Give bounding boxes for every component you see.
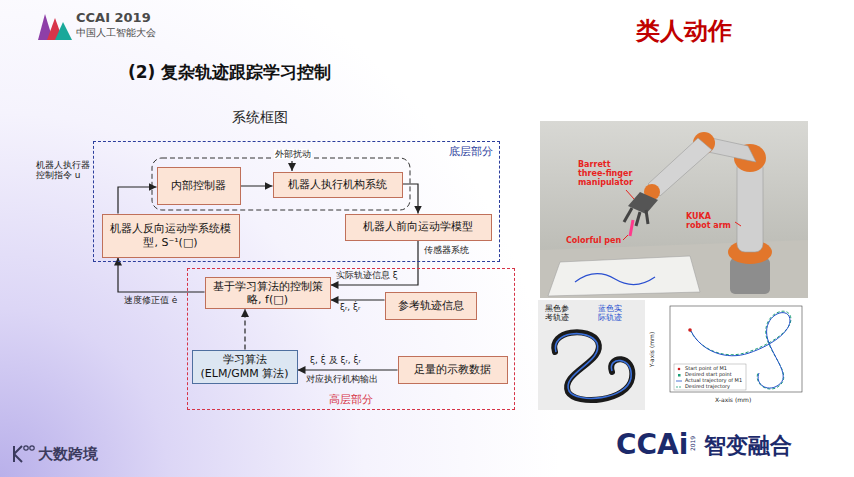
watermark-logo (14, 446, 34, 462)
connector-arrow (331, 241, 419, 286)
layer-band: 底层部分内部控制器 机器人执行机构系统机器人反向运动学系统模型, S⁻¹(□) 机器… (93, 141, 500, 262)
robot-photo (540, 121, 808, 298)
watermark-logo (24, 446, 28, 450)
trajectory-plot (648, 300, 808, 410)
box-text: 学习算法 (ELM/GMM 算法) (197, 353, 293, 379)
process-box: 机器人前向运动学模型 (345, 214, 492, 241)
connector-arrow (331, 299, 385, 300)
brand-logo: 2019 (690, 436, 697, 451)
connector-arrow (118, 258, 205, 293)
connector-arrow (298, 369, 398, 370)
trajectory-note: 蓝色实际轨迹 (598, 304, 626, 322)
box-text: 足量的示教数据 (414, 363, 491, 376)
watermark-logo (14, 454, 22, 462)
conference-logo (38, 14, 72, 40)
signal-label: 实际轨迹信息 ξ (336, 270, 398, 280)
legend-text: Start point of M1 (685, 366, 727, 372)
signal-label: 机器人执行器控制指令 u (36, 160, 96, 181)
watermark-logo (30, 446, 34, 450)
process-box: 学习算法 (ELM/GMM 算法) (192, 350, 298, 384)
trajectory-note: 黑色参考轨迹 (545, 304, 573, 322)
robot-photo (548, 256, 700, 296)
signal-name: 对应执行机构输出 (306, 374, 378, 384)
inner-loop-group (152, 158, 410, 210)
signal-label: ξᵣ, ξ̇ᵣ (340, 302, 360, 312)
trajectory-plot (688, 328, 692, 332)
disturbance-arrow (292, 161, 293, 171)
robot-photo (630, 220, 633, 236)
connector-arrow (118, 187, 157, 214)
trajectory-plot (648, 300, 808, 410)
process-box: 基于学习算法的控制策略, f(□) (205, 277, 331, 309)
box-text: 机器人执行机构系统 (288, 178, 387, 191)
axis-title: X-axis (mm) (715, 397, 751, 404)
robot-photo (540, 121, 808, 298)
trajectory-plot (678, 374, 681, 377)
trajectory-plot (674, 364, 746, 390)
robot-photo (575, 274, 655, 285)
robot-photo (628, 192, 658, 214)
trajectory-inset (554, 332, 632, 400)
box-text: 机器人反向运动学系统模型, S⁻¹(□) (107, 222, 235, 248)
watermark: 大数跨境 (38, 446, 98, 463)
signal-label: 速度修正值 ė (124, 295, 177, 305)
part-name: Barrett three-finger manipulator (578, 160, 640, 188)
signal-name: 传感器系统 (424, 245, 469, 255)
trajectory-inset (538, 300, 645, 410)
process-box: 内部控制器 (157, 167, 241, 205)
leader-line (623, 190, 741, 240)
trajectory-plot (670, 306, 802, 392)
leader-line (735, 222, 741, 226)
part-name: KUKA robot arm (686, 212, 734, 230)
conference-logo (55, 22, 72, 40)
legend-text: Desired start point (685, 372, 732, 378)
axis-title: Y-axis (mm) (649, 327, 656, 371)
process-box: 机器人执行机构系统 (273, 172, 403, 198)
data-box: 参考轨迹信息 (385, 292, 477, 320)
leader-line (623, 235, 628, 240)
trajectory-inset (538, 300, 645, 410)
leader-line (626, 190, 634, 199)
band-label: 底层部分 (449, 145, 493, 158)
layer-band: 高层部分 基于学习算法的控制策略, f(□) 参考轨迹信息学习算法 (ELM/GMM… (187, 268, 515, 410)
connector-arrow (403, 184, 419, 214)
conference-name: CCAI 2019 (76, 11, 151, 26)
watermark-logo (14, 446, 22, 454)
box-text: 机器人前向运动学模型 (363, 220, 473, 233)
signal-name: 外部扰动 (274, 149, 312, 159)
disturbance-arrow (291, 161, 292, 171)
data-box: 足量的示教数据 (398, 356, 508, 384)
diagram-title: 系统框图 (232, 109, 288, 125)
section-heading: (2) 复杂轨迹跟踪学习控制 (128, 63, 331, 83)
trajectory-inset (555, 334, 631, 399)
robot-photo (624, 208, 632, 222)
trajectory-plot (678, 368, 681, 371)
band-label: 高层部分 (329, 393, 373, 406)
robot-photo (737, 160, 763, 252)
process-box: 机器人反向运动学系统模型, S⁻¹(□) (102, 214, 240, 258)
trajectory-plot (676, 387, 682, 388)
slide-heading: 类人动作 (636, 18, 732, 46)
connector-arrow (244, 309, 245, 350)
inner-loop-group (152, 158, 410, 210)
robot-photo (646, 210, 648, 224)
connector-arrow (241, 185, 273, 186)
box-text: 基于学习算法的控制策略, f(□) (210, 280, 326, 306)
signal-label: ξ, ξ̇ 及 ξᵣ, ξ̇ᵣ (310, 355, 361, 365)
box-text: 内部控制器 (171, 179, 226, 192)
legend-text: Actual trajectory of M1 (685, 378, 742, 384)
box-text: 参考轨迹信息 (398, 299, 464, 312)
trajectory-plot (676, 381, 682, 382)
brand-logo: 智变融合 (704, 433, 792, 458)
brand-logo: CCAi (616, 429, 688, 461)
robot-photo (540, 240, 808, 298)
robot-photo (636, 212, 640, 226)
conference-name: 中国人工智能大会 (76, 27, 156, 39)
legend-text: Desired trajectory (685, 384, 730, 390)
part-name: Colorful pen (566, 236, 621, 245)
